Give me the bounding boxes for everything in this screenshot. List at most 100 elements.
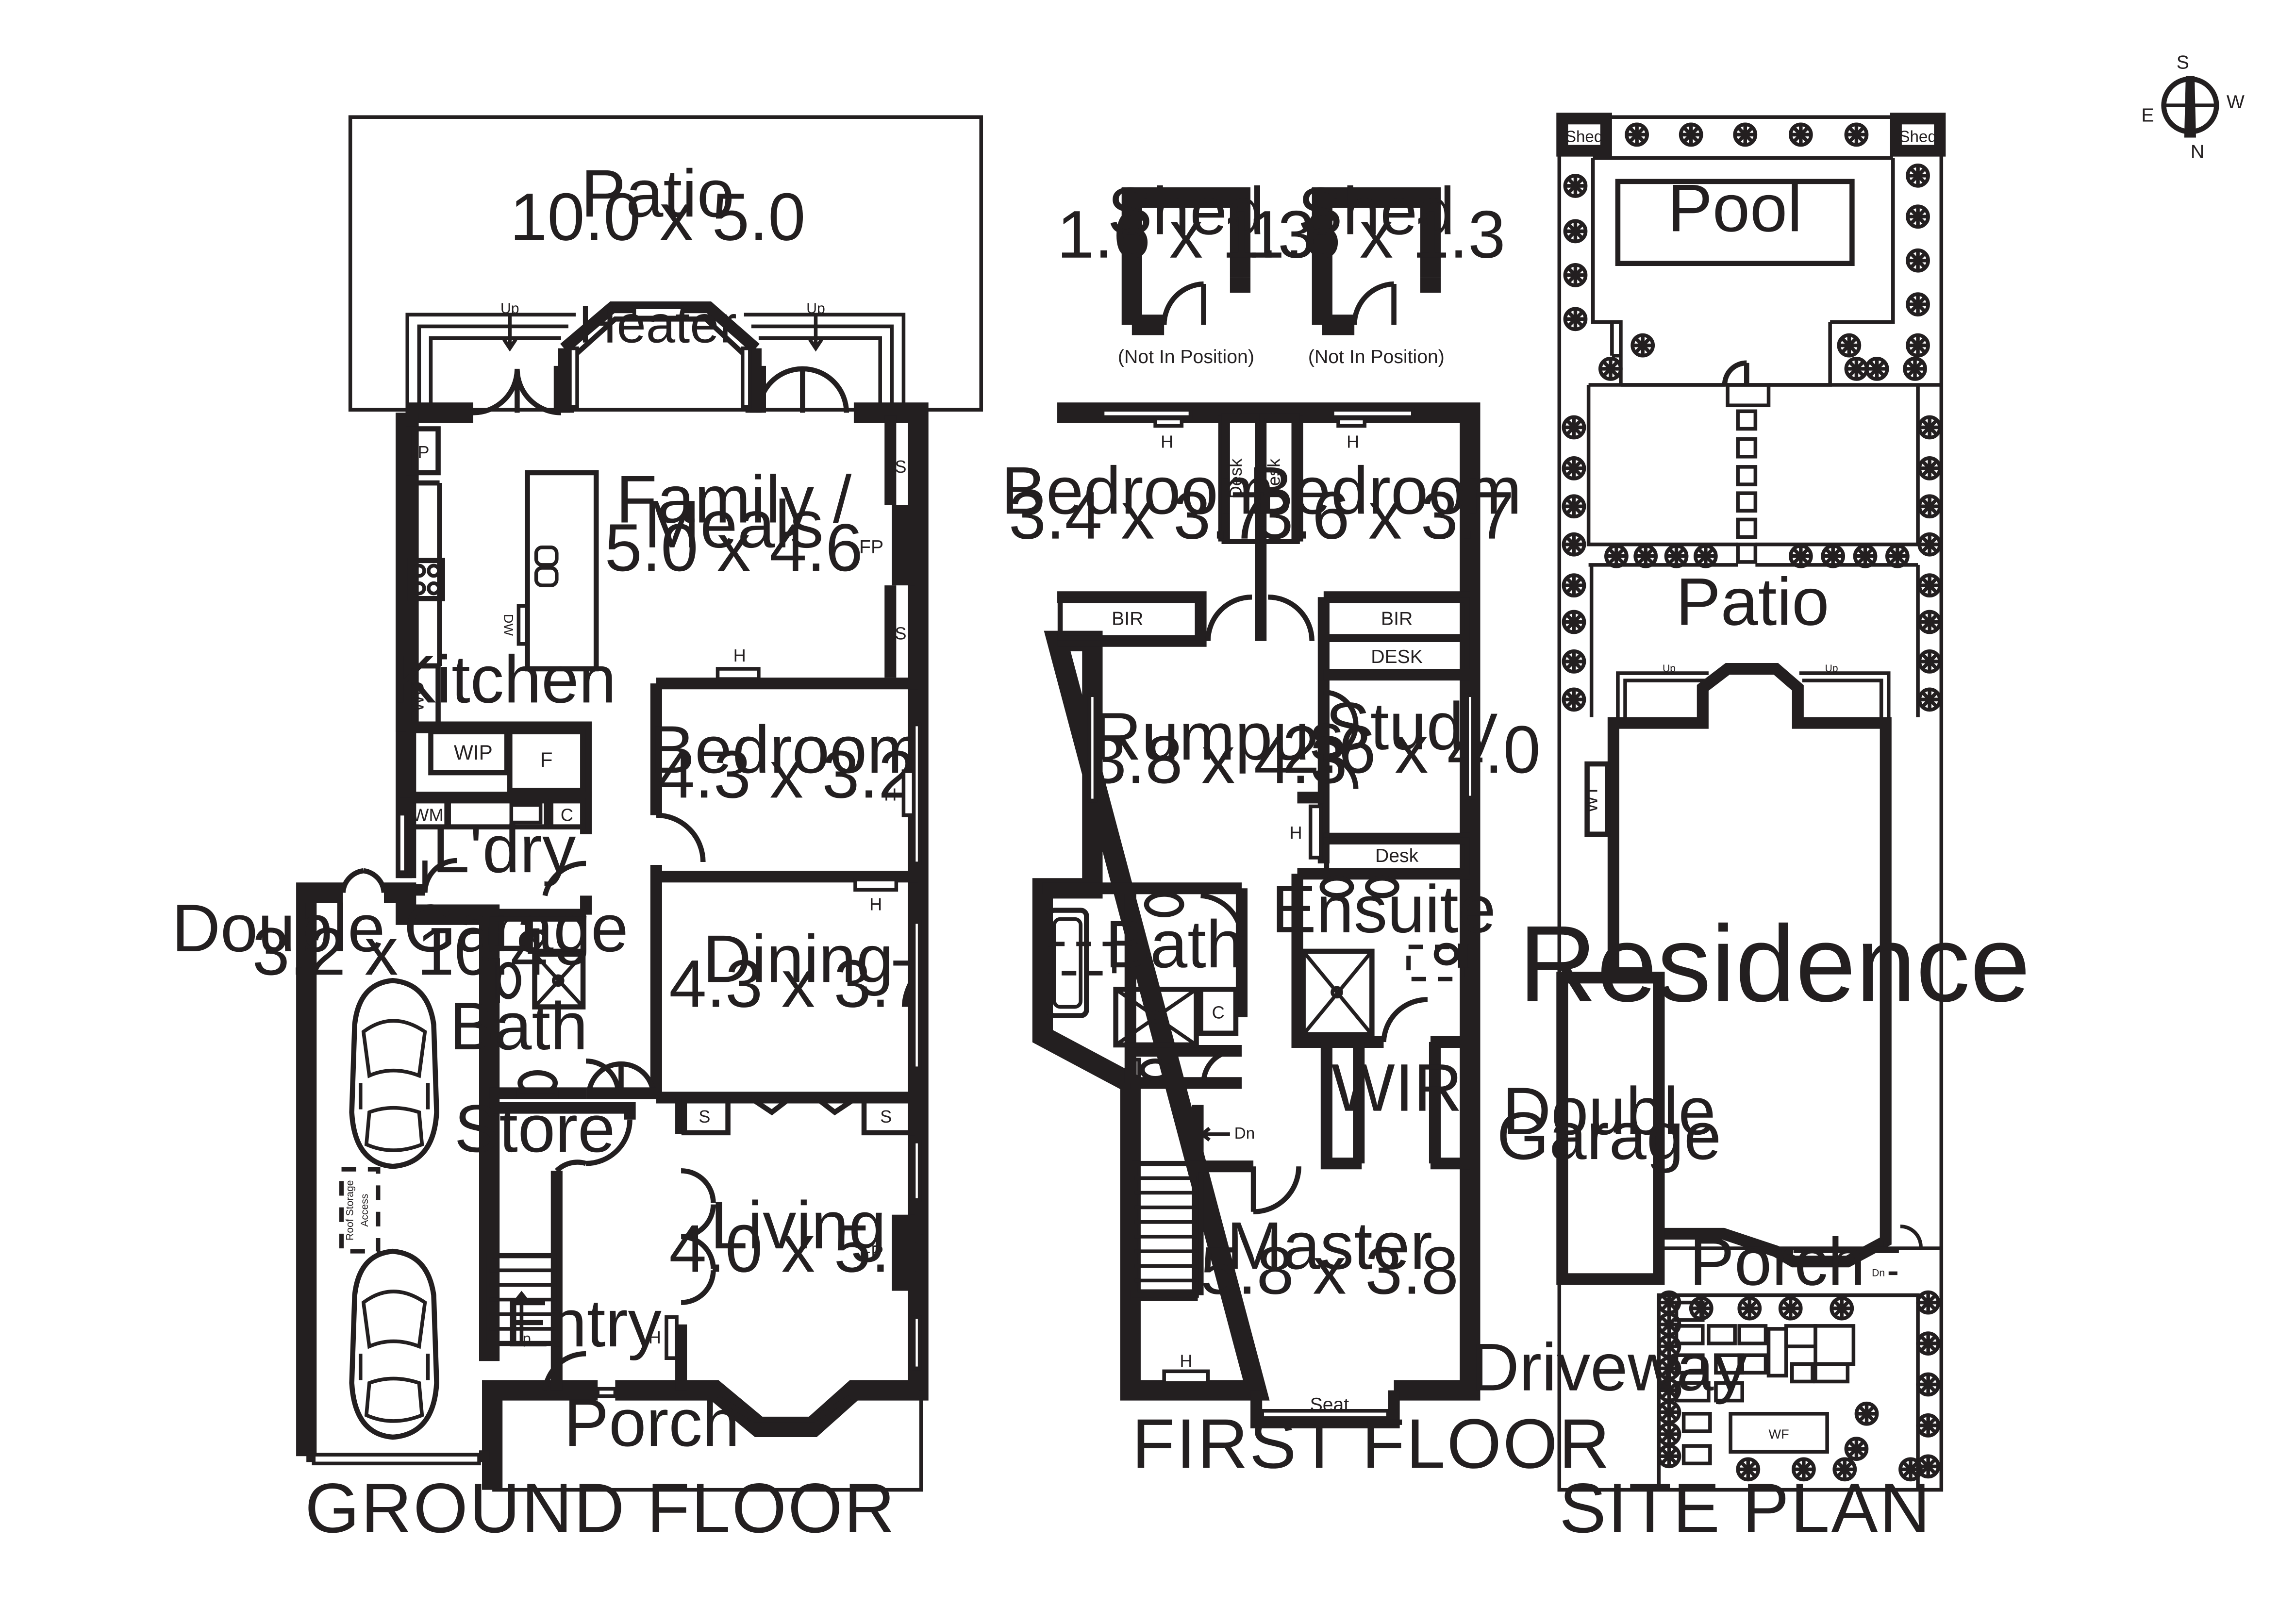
shrub-icon [1562, 573, 1586, 598]
car-icon-1 [349, 977, 439, 1169]
site-shed-label-2: Shed [1899, 128, 1936, 146]
shrub-icon [1844, 122, 1869, 147]
bath-cupboard-label: C [532, 928, 544, 948]
fireplace-label-2: FP [859, 1242, 883, 1263]
fireplace-label-1: FP [859, 537, 883, 558]
site-garage-label-2: Garage [1497, 1098, 1722, 1174]
ff-bath-cupboard-label: C [1212, 1003, 1225, 1023]
shrub-icon [1917, 532, 1942, 557]
shrub-icon [1916, 1454, 1941, 1479]
site-shed-label-1: Shed [1565, 128, 1603, 146]
shrub-icon [1788, 122, 1813, 147]
shrub-icon [1916, 1413, 1941, 1438]
ff-heater-label-2: H [1347, 432, 1359, 452]
heater-label-family: H [733, 646, 746, 665]
compass-n: N [2191, 142, 2204, 163]
dining-dims: 4.3 x 3.7 [669, 946, 927, 1022]
shrub-icon [1664, 544, 1689, 568]
kitchen-label: Kitchen [392, 642, 616, 717]
kitchen-island [525, 470, 599, 672]
site-plan-caption: SITE PLAN [1559, 1469, 1931, 1547]
shrub-icon [1625, 122, 1649, 147]
study-desk-label-2: Desk [1375, 845, 1419, 866]
ff-heater-label-1: H [1161, 432, 1173, 452]
wood-fired-label: WF [1769, 1426, 1789, 1441]
shrub-icon [1917, 649, 1942, 674]
garage-dims: 3.2 x 10.4 [252, 914, 548, 989]
heater-label-living: H [649, 1327, 661, 1347]
shrub-icon [1844, 1437, 1869, 1461]
shed-2: Shed 1.6 x 1.3 (Not In Position) [1247, 173, 1505, 367]
fridge-label: F [540, 748, 553, 771]
bir-label-1: BIR [1112, 609, 1143, 629]
site-patio-label: Patio [1676, 564, 1829, 640]
site-down-label: Dn [1872, 1267, 1885, 1278]
storage-label-1: S [895, 457, 906, 477]
gf-porch-label: Porch [564, 1385, 740, 1460]
bir-label-2: BIR [1381, 609, 1413, 629]
ff-bath-label: Bath [1105, 907, 1244, 982]
shrub-icon [1788, 544, 1813, 568]
ensuite-label: Ensuite [1271, 872, 1496, 947]
shrub-icon [1679, 122, 1703, 147]
shrub-icon [1791, 1457, 1816, 1482]
shrub-icon [1821, 544, 1846, 568]
residence-outline [1607, 662, 1892, 1268]
pool-label: Pool [1667, 170, 1802, 246]
shrub-icon [1906, 248, 1930, 273]
shrub-icon [1562, 415, 1586, 440]
shed-1-dims: 1.6 x 1.3 [1057, 197, 1315, 272]
desk-label-2: Desk [1264, 458, 1283, 498]
shrub-icon [1693, 544, 1718, 568]
ground-floor-caption: GROUND FLOOR [305, 1469, 896, 1547]
shrub-icon [1837, 333, 1862, 358]
gf-patio-label: Patio [581, 156, 734, 231]
shrub-icon [1906, 333, 1930, 358]
compass-w: W [2227, 92, 2245, 113]
shrub-icon [1916, 1290, 1941, 1315]
site-up-label-1: Up [1663, 663, 1676, 674]
gf-garage-walls [296, 882, 500, 1457]
ff-heater-label-4: H [1180, 1351, 1192, 1371]
shrub-icon [1689, 1296, 1714, 1321]
roof-storage-label-2: Access [359, 1194, 370, 1227]
gf-patio-outline [348, 115, 983, 412]
compass-icon: S W E N [2141, 52, 2244, 163]
dining-label: Dining [703, 921, 894, 996]
shed-2-dims: 1.6 x 1.3 [1247, 197, 1505, 272]
site-boundary [1557, 115, 1944, 1492]
shrub-icon [1562, 494, 1586, 519]
pantry-label: P [417, 442, 429, 462]
entry-label: Entry [504, 1286, 662, 1361]
gf-bedroom-dims: 4.3 x 3.2 [657, 737, 915, 812]
site-garage-label-1: Double [1502, 1074, 1716, 1149]
living-dims: 4.0 x 5.6 [669, 1211, 927, 1286]
shrub-icon [1778, 1296, 1803, 1321]
shrub-icon [1917, 573, 1942, 598]
shrub-icon [1657, 1444, 1681, 1469]
shrub-icon [1917, 687, 1942, 712]
shrub-icon [1736, 1457, 1761, 1482]
gf-patio-dims: 10.0 x 5.0 [510, 180, 805, 255]
ground-floor: Heater Up Up Family / Meals 5.0 x 4.6 DW… [172, 115, 983, 1547]
gf-bath-label: Bath [449, 989, 588, 1064]
shrub-icon [1898, 1457, 1923, 1482]
seat-label: Seat [1310, 1394, 1349, 1415]
compass-s: S [2177, 52, 2189, 73]
family-room-label-1: Family / [616, 462, 852, 537]
gf-porch-outline [492, 1390, 923, 1492]
step-up-left-label: Up [500, 300, 519, 316]
shrub-icon [1598, 356, 1623, 381]
stairs-up-label: Up [512, 1331, 531, 1347]
shrub-icon [1917, 610, 1942, 634]
shrub-icon [1916, 1331, 1941, 1356]
heater-label: Heater [579, 296, 737, 354]
shrub-icon [1906, 163, 1930, 188]
shed-1: Shed 1.6 x 1.3 (Not In Position) [1057, 173, 1315, 367]
shrub-icon [1854, 1401, 1879, 1426]
laundry-cupboard-label: C [561, 805, 573, 825]
shrub-icon [1630, 333, 1655, 358]
study-desk-label-1: DESK [1371, 646, 1423, 667]
shrub-icon [1733, 122, 1758, 147]
